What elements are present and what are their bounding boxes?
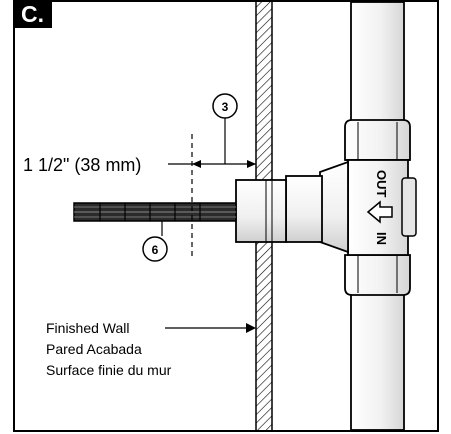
dimension-text: 1 1/2" (38 mm) [23,155,141,175]
valve-stem [73,202,237,222]
in-marking: IN [374,232,389,245]
valve-neck [285,160,349,254]
bottom-pipe-nut [344,254,411,296]
out-marking: OUT [374,170,389,198]
callout-6-label: 6 [152,243,159,257]
callout-6: 6 [142,221,168,262]
dimension-line [168,160,256,168]
flow-arrow-icon [366,200,393,224]
rough-in-sleeve [235,179,287,243]
wall-label-es: Pared Acabada [46,341,142,357]
callout-3-label: 3 [222,100,229,114]
wall-leader-arrow [165,323,256,333]
wall-label-en: Finished Wall [46,320,130,336]
top-pipe-nut [344,119,411,161]
wall-label-fr: Surface finie du mur [46,362,172,378]
step-badge: C. [13,0,52,28]
callout-3: 3 [212,93,238,164]
